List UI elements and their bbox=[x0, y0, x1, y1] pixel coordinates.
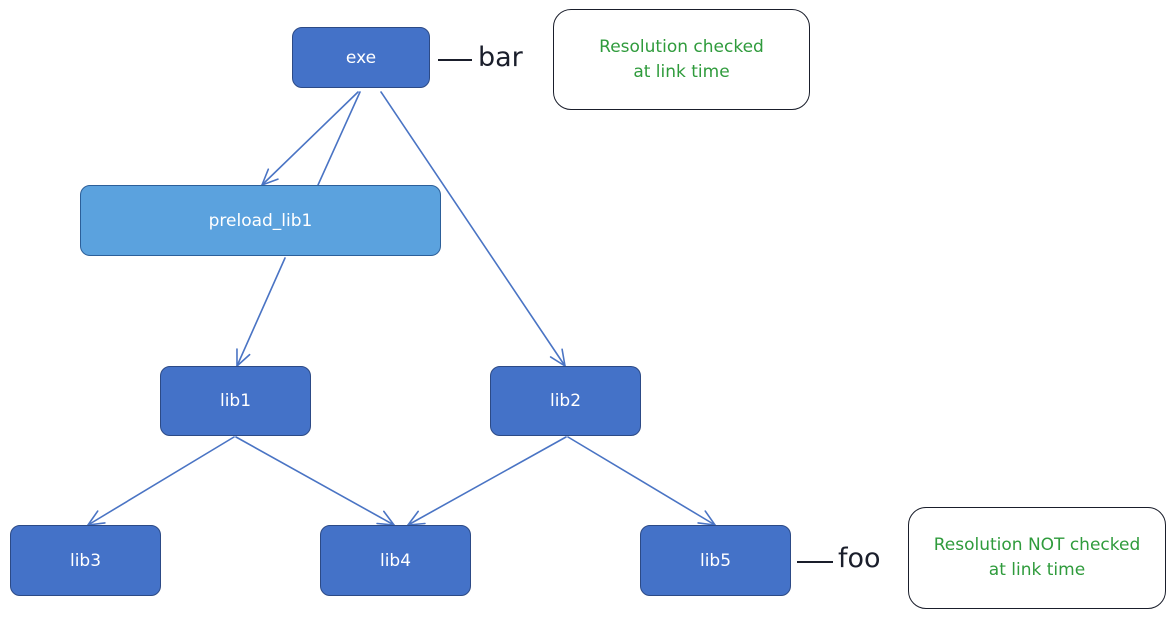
tag-foo: foo bbox=[838, 543, 881, 574]
node-lib5: lib5 bbox=[640, 525, 791, 596]
note-not-checked-line-1: Resolution NOT checked bbox=[933, 535, 1141, 556]
note-not-checked-line-2: at link time bbox=[988, 560, 1086, 580]
edge-preload_lib1-to-lib1 bbox=[236, 257, 286, 367]
node-lib2: lib2 bbox=[490, 366, 641, 436]
tag-bar: bar bbox=[478, 42, 523, 73]
node-exe: exe bbox=[292, 27, 430, 88]
note-resolution-checked: Resolution checked at link time bbox=[553, 9, 810, 110]
note-checked-line-2: at link time bbox=[633, 61, 730, 82]
edge-lib1-to-lib4 bbox=[235, 436, 395, 526]
foo-connector bbox=[797, 561, 833, 563]
bar-connector bbox=[438, 59, 472, 61]
node-lib1: lib1 bbox=[160, 366, 311, 436]
node-lib3: lib3 bbox=[10, 525, 161, 596]
edge-lib2-to-lib4 bbox=[407, 436, 567, 526]
note-resolution-not-checked: Resolution NOT checked at link time bbox=[908, 507, 1166, 609]
note-checked-line-1: Resolution checked bbox=[599, 36, 764, 57]
edge-exe-to-preload_lib1 bbox=[261, 91, 359, 186]
edge-exe-to-lib1 bbox=[317, 91, 361, 186]
node-preload-lib1: preload_lib1 bbox=[80, 185, 441, 256]
edge-lib1-to-lib3 bbox=[87, 436, 235, 526]
edge-exe-to-lib2 bbox=[380, 91, 566, 367]
edge-lib2-to-lib5 bbox=[567, 436, 716, 526]
node-lib4: lib4 bbox=[320, 525, 471, 596]
